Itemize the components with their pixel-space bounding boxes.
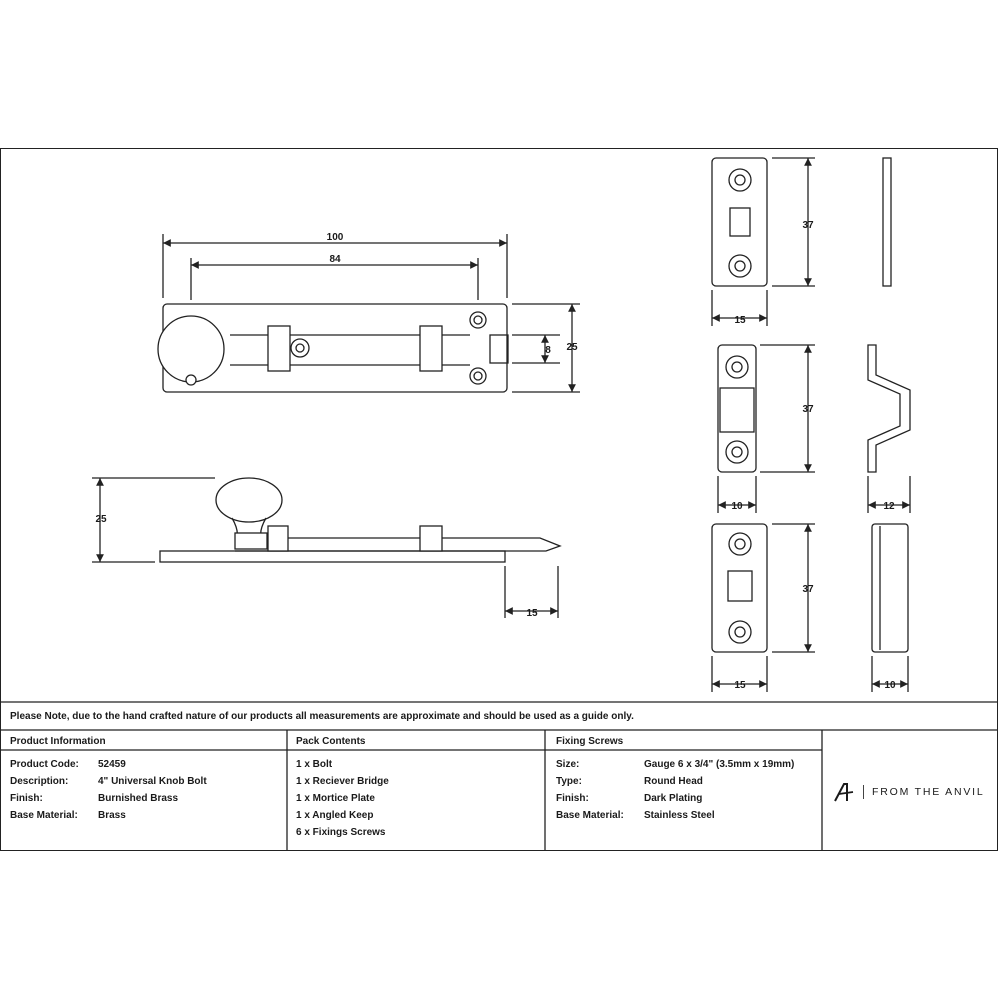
side-height-dimension <box>92 477 215 563</box>
screw-label: Type: <box>556 776 582 787</box>
screw-label: Base Material: <box>556 810 624 821</box>
product-value: 4" Universal Knob Bolt <box>98 776 207 787</box>
drawing-frame <box>0 148 998 851</box>
bolt-width-dimension <box>512 303 580 393</box>
product-label: Finish: <box>10 793 43 804</box>
dim-plate1-height: 37 <box>802 220 814 231</box>
mortice-plate-front <box>711 523 909 653</box>
pack-item: 6 x Fixings Screws <box>296 827 386 838</box>
pack-item: 1 x Angled Keep <box>296 810 374 821</box>
product-label: Product Code: <box>10 759 79 770</box>
dim-bolt-width: 25 <box>566 342 578 353</box>
side-projection-dimension <box>504 566 559 618</box>
product-label: Description: <box>10 776 69 787</box>
pack-item: 1 x Bolt <box>296 759 333 770</box>
keep-plate-front <box>717 344 911 473</box>
screw-value: Dark Plating <box>644 793 703 804</box>
plate1-dimensions <box>711 157 815 326</box>
product-label: Base Material: <box>10 810 78 821</box>
plate2-dimensions <box>717 344 911 513</box>
dim-bolt-rod: 8 <box>545 345 551 356</box>
fixing-screws-heading: Fixing Screws <box>556 736 624 747</box>
pack-item: 1 x Mortice Plate <box>296 793 375 804</box>
screw-label: Size: <box>556 759 580 770</box>
screw-value: Round Head <box>644 776 703 787</box>
dim-keep-depth: 12 <box>883 501 895 512</box>
screw-label: Finish: <box>556 793 589 804</box>
pack-contents-heading: Pack Contents <box>296 736 366 747</box>
receiver-plate-front <box>711 157 892 287</box>
info-table-lines <box>0 701 998 851</box>
bolt-top-view <box>157 303 509 393</box>
dim-plate2-height: 37 <box>802 404 814 415</box>
plate3-dimensions <box>711 523 909 692</box>
dim-keep3-depth: 10 <box>884 680 896 691</box>
brand-logo: FROM THE ANVIL <box>833 782 985 802</box>
dim-side-height: 25 <box>95 514 107 525</box>
screw-value: Stainless Steel <box>644 810 715 821</box>
pack-item: 1 x Reciever Bridge <box>296 776 389 787</box>
dim-plate1-width: 15 <box>734 315 746 326</box>
product-value: 52459 <box>98 759 126 770</box>
dim-plate3-height: 37 <box>802 584 814 595</box>
logo-divider <box>863 785 864 799</box>
measurement-note: Please Note, due to the hand crafted nat… <box>10 711 634 722</box>
dim-plate3-width: 15 <box>734 680 746 691</box>
product-value: Burnished Brass <box>98 793 179 804</box>
brand-name: FROM THE ANVIL <box>872 786 985 798</box>
anvil-logo-icon <box>834 783 854 802</box>
dim-side-projection: 15 <box>526 608 538 619</box>
bolt-length-dimension <box>162 234 508 300</box>
screw-value: Gauge 6 x 3/4" (3.5mm x 19mm) <box>644 759 795 770</box>
product-value: Brass <box>98 810 126 821</box>
dim-plate2-width: 10 <box>731 501 743 512</box>
dim-bolt-hole-span: 84 <box>329 254 341 265</box>
dim-bolt-length: 100 <box>327 232 344 243</box>
product-info-heading: Product Information <box>10 736 106 747</box>
bolt-side-view <box>159 477 562 563</box>
